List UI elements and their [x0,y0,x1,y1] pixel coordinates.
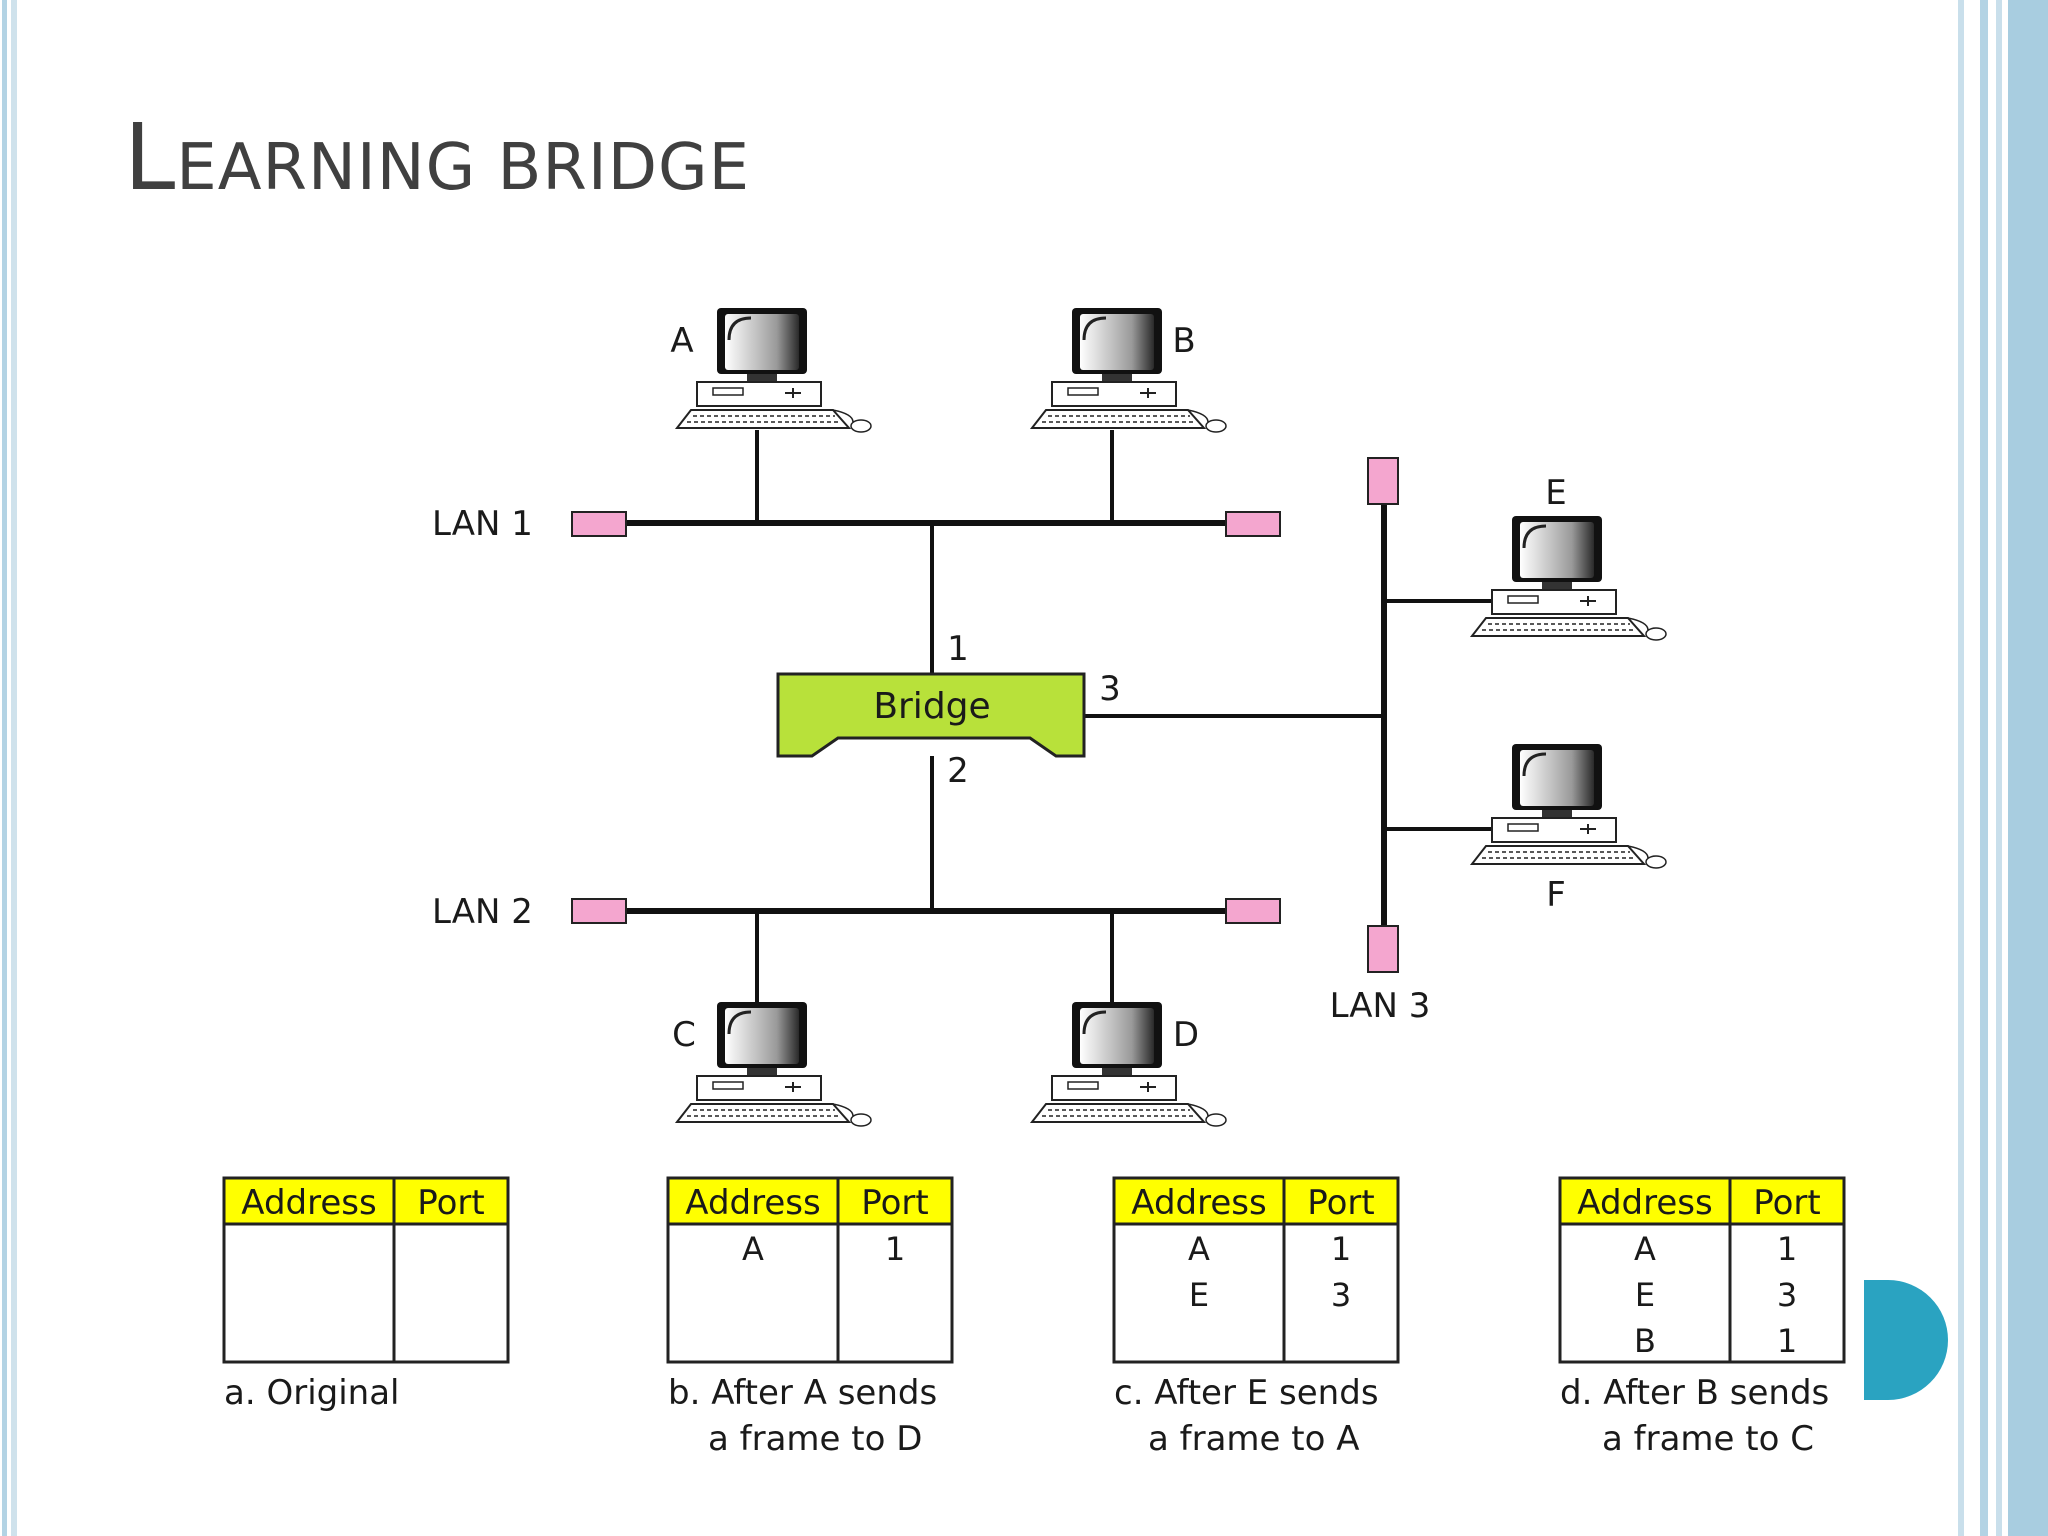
station-a-label: A [670,321,693,361]
table-original: Address Port a. Original [222,1176,510,1413]
bridge: Bridge [776,672,1086,758]
bridge-label: Bridge [873,686,990,727]
title-rest: EARNING BRIDGE [176,131,751,205]
table-header-address: Address [1577,1183,1712,1223]
station-b-computer-icon [1030,306,1228,434]
station-b-label: B [1172,321,1195,361]
lan2-segment [571,898,1281,1004]
table-cell-port: 1 [885,1230,905,1268]
bridge-port-1-label: 1 [947,629,969,669]
lan3-terminator-bottom [1367,925,1399,973]
table-caption-line2: a frame to A [1148,1419,1359,1459]
table-cell-port: 1 [1331,1230,1351,1268]
table-cell-address: E [1635,1276,1655,1314]
table-after-e: Address Port A 1 E 3 c. After E sends a … [1112,1176,1400,1459]
table-cell-address: E [1189,1276,1209,1314]
lan2-terminator-left [571,898,627,924]
table-cell-address: A [1188,1230,1210,1268]
table-caption-line1: b. After A sends [668,1373,937,1413]
lan1-terminator-right [1225,511,1281,537]
lan3-terminator-top [1367,457,1399,505]
table-caption-line1: d. After B sends [1560,1373,1829,1413]
station-e-computer-icon [1470,514,1668,642]
title-initial: L [124,104,177,211]
lan2-terminator-right [1225,898,1281,924]
station-c-computer-icon [675,1000,873,1128]
station-c-label: C [672,1015,696,1055]
table-cell-port: 3 [1331,1276,1351,1314]
table-after-a: Address Port A 1 b. After A sends a fram… [666,1176,954,1459]
station-f-label: F [1546,875,1566,915]
table-caption-line1: c. After E sends [1114,1373,1379,1413]
table-header-address: Address [1131,1183,1266,1223]
table-caption-line2: a frame to C [1602,1419,1814,1459]
bridge-port-3-label: 3 [1099,669,1121,709]
table-cell-address: A [742,1230,764,1268]
table-cell-address: A [1634,1230,1656,1268]
table-cell-port: 1 [1777,1322,1797,1360]
table-header-port: Port [861,1183,928,1223]
station-d-label: D [1173,1015,1199,1055]
right-frame [1954,0,2048,1536]
table-header-port: Port [1753,1183,1820,1223]
lan1-label: LAN 1 [432,504,533,544]
lan1-terminator-left [571,511,627,537]
table-header-port: Port [1307,1183,1374,1223]
table-cell-port: 1 [1777,1230,1797,1268]
table-caption: a. Original [224,1373,400,1413]
lan1-segment [571,430,1281,537]
table-cell-address: B [1634,1322,1656,1360]
slide-title: LEARNING BRIDGE [124,104,750,211]
station-a-computer-icon [675,306,873,434]
table-cell-port: 3 [1777,1276,1797,1314]
lan2-label: LAN 2 [432,892,533,932]
table-after-b: Address Port A 1 E 3 B 1 d. After B send… [1558,1176,1846,1459]
lan3-segment [1367,457,1496,973]
station-f-computer-icon [1470,742,1668,870]
left-frame [0,0,20,1536]
station-e-label: E [1545,473,1566,513]
table-caption-line2: a frame to D [708,1419,922,1459]
table-header-port: Port [417,1183,484,1223]
lan3-label: LAN 3 [1330,986,1431,1026]
bridge-port-2-label: 2 [947,751,969,791]
table-header-address: Address [241,1183,376,1223]
table-header-address: Address [685,1183,820,1223]
